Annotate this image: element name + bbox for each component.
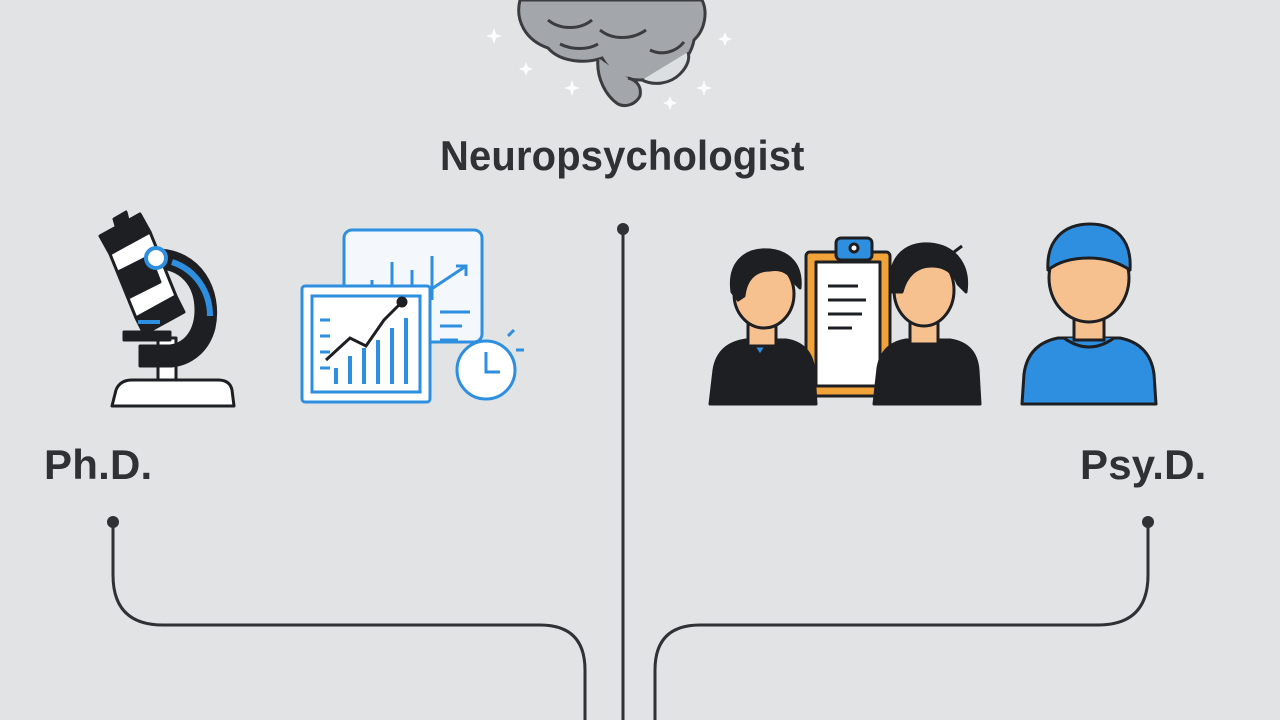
- right-branch-label: Psy.D.: [1080, 441, 1207, 488]
- research-chart-icon: [300, 228, 524, 404]
- connector-lines: [111, 229, 1150, 720]
- left-node: [107, 516, 119, 528]
- clinicians-with-clipboard-icon: [708, 236, 982, 406]
- right-node: [1142, 516, 1154, 528]
- left-branch-label: Ph.D.: [44, 441, 153, 488]
- center-node: [617, 223, 629, 235]
- left-branch-line: [111, 522, 587, 720]
- right-branch-line: [653, 522, 1150, 720]
- diagram-title: Neuropsychologist: [440, 132, 805, 179]
- patient-icon: [1020, 222, 1158, 406]
- brain-icon: [486, 0, 732, 110]
- microscope-icon: [98, 210, 236, 408]
